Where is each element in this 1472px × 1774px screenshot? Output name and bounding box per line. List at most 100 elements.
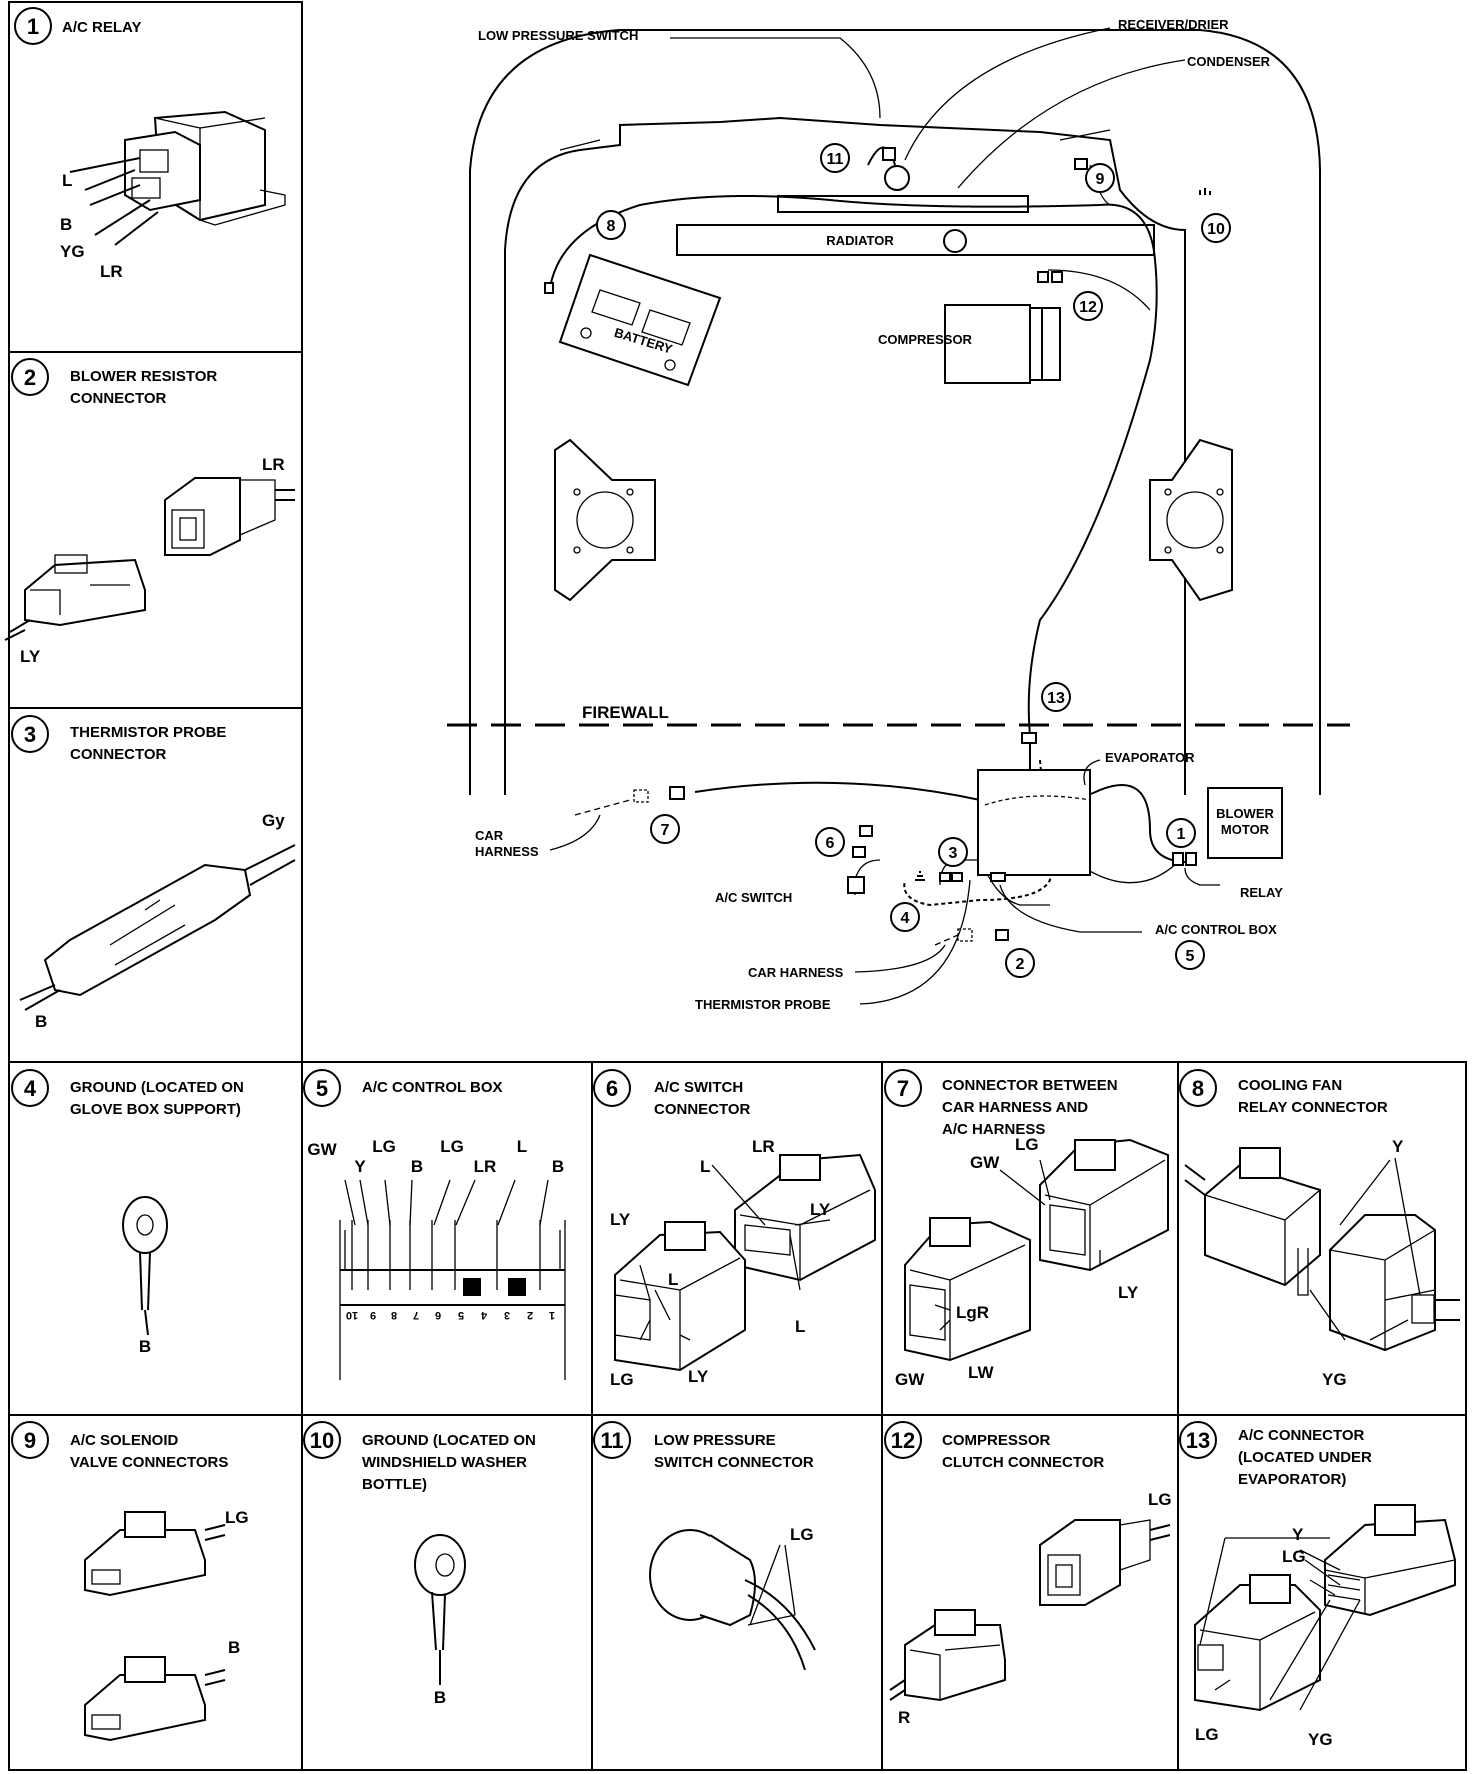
receiver-drier — [884, 165, 910, 191]
leader-line — [957, 59, 1186, 189]
blower-motor-label-1: BLOWER — [1216, 806, 1274, 821]
panel-title-line: CAR HARNESS AND — [942, 1099, 1088, 1116]
wire-label: L — [62, 171, 72, 190]
wire-label: R — [898, 1708, 910, 1727]
wire-label: B — [411, 1157, 423, 1176]
panel-connector-car-ac-harness: 7 CONNECTOR BETWEEN CAR HARNESS AND A/C … — [884, 1069, 1169, 1389]
wire-label: L — [795, 1317, 805, 1336]
panel-title-line: THERMISTOR PROBE — [70, 724, 226, 741]
pin-number: 7 — [413, 1309, 419, 1321]
callout-9: 9 — [1096, 171, 1105, 188]
wire-label: LG — [1282, 1547, 1306, 1566]
pin-number: 6 — [435, 1309, 441, 1321]
panel-title-line: LOW PRESSURE — [654, 1432, 776, 1449]
wire-label: LgR — [956, 1303, 989, 1322]
wire-label: LY — [810, 1200, 831, 1219]
receiver-drier-label: RECEIVER/DRIER — [1118, 17, 1229, 32]
wire-label: Y — [354, 1157, 366, 1176]
radiator-label: RADIATOR — [826, 233, 894, 248]
pin-number: 3 — [504, 1309, 510, 1321]
control-box-connector-illustration — [339, 1179, 566, 1380]
wire-label: LG — [372, 1137, 396, 1156]
body-outline — [469, 29, 1321, 795]
panel-number: 8 — [1192, 1076, 1204, 1101]
low-pressure-switch-illustration — [649, 1529, 816, 1671]
wire-label: GW — [895, 1370, 925, 1389]
wire-label: GW — [307, 1140, 337, 1159]
wire-label: Y — [1392, 1137, 1404, 1156]
panel-blower-resistor-connector: 2 BLOWER RESISTOR CONNECTOR LR LY — [4, 358, 295, 666]
panel-ac-control-box: 5 A/C CONTROL BOX GW Y LG B LG LR L B 10… — [303, 1069, 566, 1380]
wire-label: L — [700, 1157, 710, 1176]
panel-cooling-fan-relay-connector: 8 COOLING FAN RELAY CONNECTOR Y YG — [1179, 1069, 1460, 1389]
panel-title: A/C RELAY — [62, 19, 141, 36]
wire-label: Y — [1292, 1525, 1304, 1544]
callout-markers: 11 9 8 10 12 13 7 6 3 1 4 5 2 — [596, 143, 1231, 978]
wire-label: YG — [60, 242, 85, 261]
panel-low-pressure-switch-connector: 11 LOW PRESSURE SWITCH CONNECTOR LG — [593, 1421, 816, 1671]
panel-title-line: COMPRESSOR — [942, 1432, 1051, 1449]
wire-label: B — [434, 1688, 446, 1707]
wire-label: YG — [1322, 1370, 1347, 1389]
panel-title-line: BLOWER RESISTOR — [70, 368, 217, 385]
battery: BATTERY — [558, 253, 722, 387]
fan-relay-connector-illustration — [1184, 1147, 1460, 1352]
panel-title-line: CONNECTOR BETWEEN — [942, 1077, 1118, 1094]
panel-grid-lines — [8, 1, 1467, 1771]
pin-number: 10 — [346, 1309, 358, 1321]
radiator — [676, 224, 1155, 256]
wire-label: YG — [1308, 1730, 1333, 1749]
panel-number-badge — [593, 1421, 631, 1459]
firewall-label: FIREWALL — [582, 703, 669, 722]
wire-label: B — [139, 1337, 151, 1356]
car-harness-label: CAR HARNESS — [748, 965, 844, 980]
pin-number: 9 — [370, 1309, 376, 1321]
callout-4: 4 — [901, 910, 910, 927]
car-harness-label-line1: CAR — [475, 828, 504, 843]
ac-switch-label: A/C SWITCH — [715, 890, 792, 905]
wire-label: LR — [752, 1137, 775, 1156]
panel-number: 6 — [606, 1076, 618, 1101]
clutch-connector-illustration — [889, 1519, 1171, 1702]
wire-label: LG — [1015, 1135, 1039, 1154]
switch-connector-illustration — [614, 1153, 876, 1372]
evaporator-label: EVAPORATOR — [1105, 750, 1195, 765]
panel-title-line: CLUTCH CONNECTOR — [942, 1454, 1104, 1471]
callout-1: 1 — [1177, 826, 1186, 843]
panel-title-line: (LOCATED UNDER — [1238, 1449, 1372, 1466]
panel-number-badge — [1179, 1069, 1217, 1107]
solenoid-connectors-illustration — [84, 1511, 226, 1742]
wire-label: L — [668, 1270, 678, 1289]
thermistor-probe-label: THERMISTOR PROBE — [695, 997, 831, 1012]
panel-title-line: GLOVE BOX SUPPORT) — [70, 1101, 241, 1118]
wire-label: LR — [474, 1157, 497, 1176]
pin-number: 4 — [480, 1309, 487, 1321]
ac-control-box-label: A/C CONTROL BOX — [1155, 922, 1277, 937]
panel-title-line: A/C HARNESS — [942, 1121, 1045, 1138]
panel-title-line: A/C SOLENOID — [70, 1432, 179, 1449]
panel-number-badge — [11, 1421, 49, 1459]
pin-number: 8 — [391, 1309, 397, 1321]
panel-number-badge — [11, 1069, 49, 1107]
relay-label: RELAY — [1240, 885, 1283, 900]
blower-motor — [1207, 787, 1283, 859]
panel-title-line: EVAPORATOR) — [1238, 1471, 1346, 1488]
wire-label: LG — [610, 1370, 634, 1389]
low-pressure-switch-label: LOW PRESSURE SWITCH — [478, 28, 638, 43]
panel-title-line: RELAY CONNECTOR — [1238, 1099, 1388, 1116]
panel-number: 7 — [897, 1076, 909, 1101]
panel-number: 12 — [891, 1428, 915, 1453]
wire-label: LR — [100, 262, 123, 281]
panel-ac-switch-connector: 6 A/C SWITCH CONNECTOR LR L LY LY L L LG… — [593, 1069, 876, 1389]
panel-number-badge — [14, 7, 52, 45]
wire-label: LR — [262, 455, 285, 474]
panel-number: 2 — [24, 365, 36, 390]
wire-label: LY — [610, 1210, 631, 1229]
panel-number: 10 — [310, 1428, 334, 1453]
relay-illustration — [69, 110, 286, 246]
wire-label: B — [60, 215, 72, 234]
panel-number-badge — [884, 1421, 922, 1459]
panel-title-line: A/C SWITCH — [654, 1079, 743, 1096]
panel-title-line: GROUND (LOCATED ON — [362, 1432, 536, 1449]
